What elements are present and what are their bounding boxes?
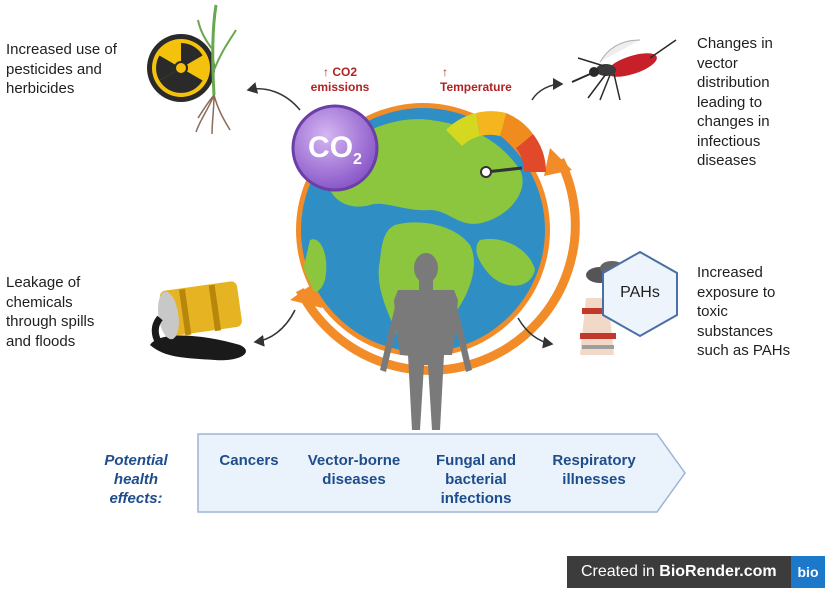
line: effects: xyxy=(109,490,163,507)
temperature-gauge xyxy=(428,111,546,178)
human-figure xyxy=(380,253,472,430)
co2-emissions-label: ↑ CO2 emissions xyxy=(300,65,380,95)
line: Vector-borne xyxy=(307,452,401,469)
health-effects-ribbon xyxy=(197,433,686,513)
effect-respiratory: Respiratory illnesses xyxy=(540,451,648,489)
line: herbicides xyxy=(6,80,75,97)
pesticides-text: Increased use of pesticides and herbicid… xyxy=(6,40,117,99)
line: vector xyxy=(697,54,738,72)
oil-barrel-icon xyxy=(150,281,246,361)
effect-cancers: Cancers xyxy=(208,451,290,470)
line: pesticides and xyxy=(6,60,102,78)
line: toxic xyxy=(697,303,728,320)
pah-hexagon xyxy=(602,250,678,338)
orbit-arrow xyxy=(290,148,580,375)
line: leading to xyxy=(697,93,763,111)
pah-label: PAHs xyxy=(620,284,660,301)
credit-prefix: Created in xyxy=(581,563,660,580)
line: Cancers xyxy=(219,452,279,469)
biorender-logo-icon: bio xyxy=(791,556,825,588)
line: chemicals xyxy=(6,293,73,311)
line: exposure to xyxy=(697,283,776,301)
line: ↑ xyxy=(442,65,448,79)
line: and floods xyxy=(6,332,76,350)
biorender-credit-badge[interactable]: Created in BioRender.com bio xyxy=(567,556,825,588)
line: such as PAHs xyxy=(697,342,791,359)
mosquito-icon xyxy=(571,39,677,101)
line: infectious xyxy=(697,132,761,150)
line: through spills xyxy=(6,313,95,330)
line: diseases xyxy=(697,152,757,169)
line: Leakage of xyxy=(6,274,81,291)
radiation-icon xyxy=(147,34,215,102)
line: Changes in xyxy=(697,35,773,52)
line: emissions xyxy=(310,80,370,94)
line: health xyxy=(113,471,159,488)
effect-fungal-bacterial: Fungal and bacterial infections xyxy=(424,451,528,508)
line: Increased xyxy=(697,264,763,281)
credit-text: Created in BioRender.com xyxy=(567,563,791,581)
credit-brand: BioRender.com xyxy=(659,563,777,580)
leakage-text: Leakage of chemicals through spills and … xyxy=(6,273,94,351)
vector-text: Changes in vector distribution leading t… xyxy=(697,34,773,171)
line: Fungal and xyxy=(436,452,516,469)
connector-arrows xyxy=(246,78,564,349)
line: changes in xyxy=(697,113,770,130)
line: Respiratory xyxy=(552,452,636,469)
line: illnesses xyxy=(562,471,626,488)
line: distribution xyxy=(697,74,770,91)
line: substances xyxy=(697,322,773,340)
health-effects-title: Potential health effects: xyxy=(96,451,176,508)
co2-formula: CO2 xyxy=(303,130,367,178)
effect-vector-borne: Vector-borne diseases xyxy=(298,451,410,489)
line: Temperature xyxy=(440,80,512,94)
line: bacterial xyxy=(445,471,507,488)
line: Increased use of xyxy=(6,41,117,58)
plant-icon xyxy=(195,4,237,135)
line: ↑ CO2 xyxy=(322,65,357,79)
co2-subscript: 2 xyxy=(353,151,362,168)
co2-bubble xyxy=(291,104,379,192)
exposure-text: Increased exposure to toxic substances s… xyxy=(697,263,790,361)
line: infections xyxy=(440,490,512,507)
line: diseases xyxy=(322,471,386,488)
line: Potential xyxy=(104,452,168,469)
co2-main: CO xyxy=(308,131,354,164)
temperature-label: ↑ Temperature xyxy=(430,65,530,95)
